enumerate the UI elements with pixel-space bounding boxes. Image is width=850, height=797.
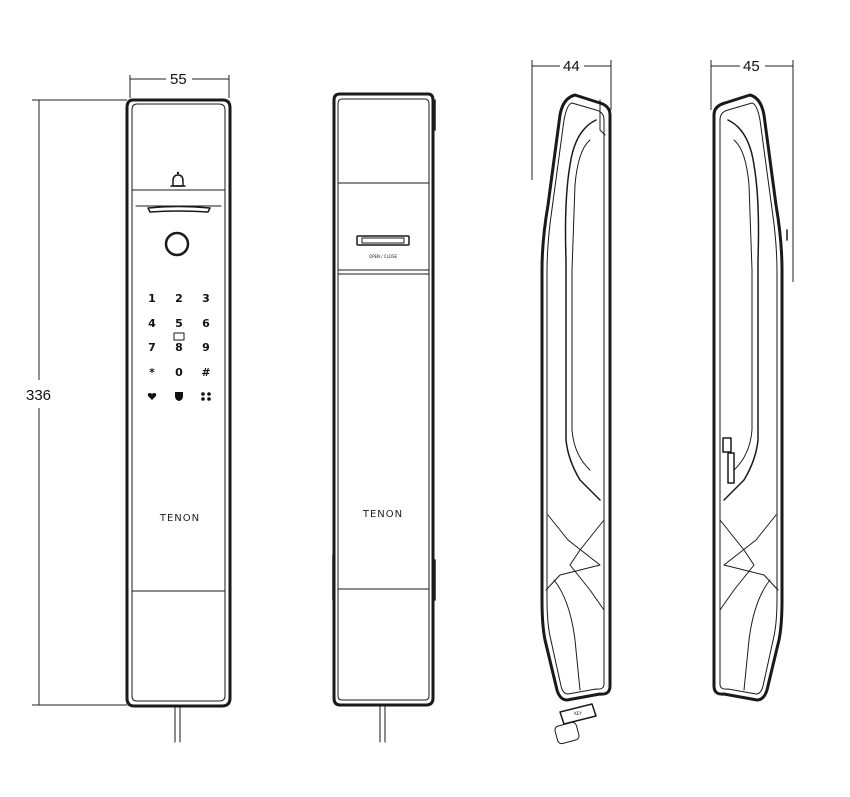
fingerprint-ring-icon [164, 231, 190, 257]
key-9[interactable]: 9 [202, 341, 210, 354]
front-view: 1 2 3 4 5 6 7 8 9 * 0 # TENON [125, 98, 232, 743]
open-close-label: OPEN / CLOSE [369, 254, 398, 259]
dimension-depth-right: 45 [710, 58, 794, 282]
brand-logo-back: TENON [362, 509, 403, 520]
brand-logo-front: TENON [159, 513, 200, 524]
shield-icon[interactable] [175, 392, 183, 401]
key-3[interactable]: 3 [202, 292, 210, 305]
dimension-width-front: 55 [129, 71, 230, 98]
key-4[interactable]: 4 [148, 317, 156, 330]
key-label: KEY [574, 711, 582, 716]
side-view-right [712, 93, 788, 702]
key-2[interactable]: 2 [175, 292, 183, 305]
key-5[interactable]: 5 [175, 317, 183, 330]
keypad: 1 2 3 4 5 6 7 8 9 * 0 # [147, 292, 211, 401]
back-view: OPEN / CLOSE TENON [332, 92, 436, 743]
key-1[interactable]: 1 [148, 292, 156, 305]
key-star[interactable]: * [149, 366, 155, 379]
fan-icon[interactable] [201, 392, 211, 401]
card-reader-icon [173, 332, 185, 341]
dimension-label-height: 336 [26, 387, 51, 404]
dimension-label-depth-right: 45 [743, 58, 760, 75]
bell-icon [170, 171, 186, 187]
side-view-left: KEY [540, 93, 612, 745]
dimension-label-depth-left: 44 [563, 58, 580, 75]
heart-icon[interactable] [147, 393, 157, 400]
dimension-height: 336 [26, 99, 127, 706]
dimension-depth-left: 44 [531, 58, 612, 180]
key-8[interactable]: 8 [175, 341, 183, 354]
mechanical-key[interactable]: KEY [554, 703, 597, 745]
key-hash[interactable]: # [201, 366, 210, 379]
dimension-label-width: 55 [170, 71, 187, 88]
key-7[interactable]: 7 [148, 341, 156, 354]
key-6[interactable]: 6 [202, 317, 210, 330]
key-0[interactable]: 0 [175, 366, 183, 379]
